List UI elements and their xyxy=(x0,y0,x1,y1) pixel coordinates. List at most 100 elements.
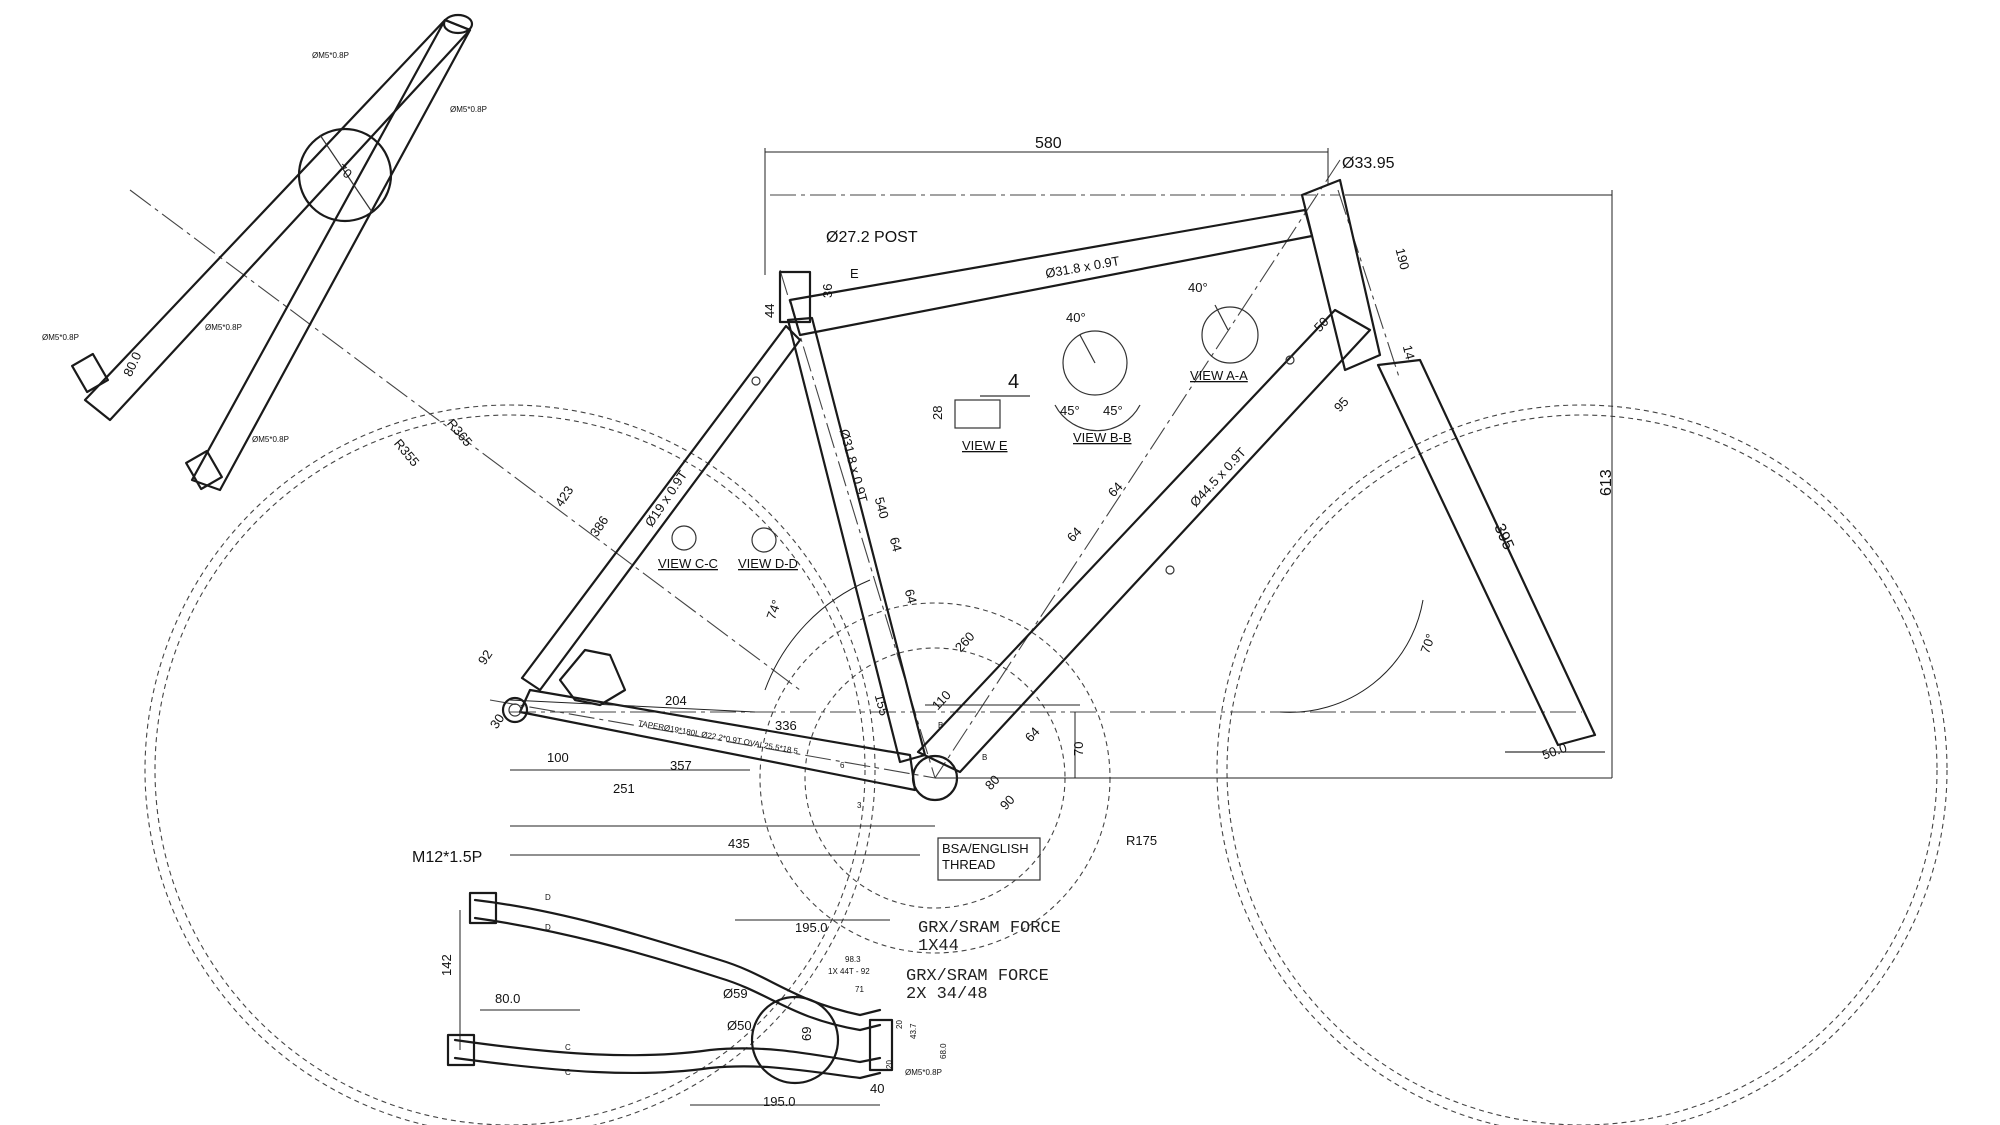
cs-detail-80: 80.0 xyxy=(495,991,520,1006)
cs-detail-983: 98.3 xyxy=(845,955,861,964)
dim-3: 3 xyxy=(857,801,862,810)
view-cc-label: VIEW C-C xyxy=(658,556,718,571)
dim-260: 260 xyxy=(952,629,978,655)
seat-lug xyxy=(778,270,812,324)
cs-detail-D2: D xyxy=(545,923,551,932)
dim-fork-offset: 50.0 xyxy=(1540,740,1569,763)
view-dd-detail xyxy=(751,527,777,553)
dim-155: 155 xyxy=(872,692,892,717)
mount-4: ØM5*0.8P xyxy=(205,323,242,332)
view-aa-label: VIEW A-A xyxy=(1190,368,1248,383)
view-bb-45l: 45° xyxy=(1060,403,1080,418)
cs-detail-59: Ø59 xyxy=(723,986,748,1001)
stays-80: 80.0 xyxy=(120,350,144,379)
view-dd-label: VIEW D-D xyxy=(738,556,798,571)
dim-6: 6 xyxy=(840,761,845,770)
dim-110: 110 xyxy=(929,687,954,712)
disc-brake-caliper xyxy=(558,648,627,707)
rear-dropout xyxy=(501,696,529,724)
head-tube xyxy=(1300,178,1382,372)
mount-2: ØM5*0.8P xyxy=(450,105,487,114)
dim-423: 423 xyxy=(552,483,577,509)
labels: 580 Ø33.95 Ø27.2 POST E 44 36 Ø31.8 x 0.… xyxy=(42,51,1615,1109)
cs-detail-mount: ØM5*0.8P xyxy=(905,1068,942,1077)
grx-1x: GRX/SRAM FORCE xyxy=(918,919,1061,938)
view-bb-label: VIEW B-B xyxy=(1073,430,1132,445)
dim-64-a: 64 xyxy=(1105,479,1126,500)
dim-seat-64-b: 64 xyxy=(902,587,920,605)
seat-tube xyxy=(786,316,927,764)
fork-leg xyxy=(1376,358,1597,747)
cs-detail-142: 142 xyxy=(439,954,454,976)
mount-1: ØM5*0.8P xyxy=(312,51,349,60)
dim-336: 336 xyxy=(775,718,797,733)
dim-14: 14 xyxy=(1400,343,1418,361)
seat-stays-detail xyxy=(71,13,474,492)
grx-2x-sub: 2X 34/48 xyxy=(906,985,988,1004)
chainstay-detail xyxy=(446,891,894,1085)
dim-44: 44 xyxy=(762,304,777,318)
dim-386: 386 xyxy=(587,513,612,539)
grx-2x: GRX/SRAM FORCE xyxy=(906,967,1049,986)
stays-70: 70 xyxy=(334,161,355,182)
view-bb-detail xyxy=(1054,330,1141,432)
dim-seat-angle: 74° xyxy=(763,598,784,622)
cs-detail-437: 43.7 xyxy=(909,1023,918,1039)
top-tube xyxy=(788,208,1314,337)
seat-stay xyxy=(520,324,802,692)
dim-92: 92 xyxy=(475,647,496,667)
dim-r355: R355 xyxy=(391,436,422,469)
view-e-marker: E xyxy=(850,266,859,281)
dim-435: 435 xyxy=(728,836,750,851)
cs-detail-40: 40 xyxy=(870,1081,884,1096)
dim-top-tube-tube: Ø31.8 x 0.9T xyxy=(1044,253,1121,281)
dim-r175: R175 xyxy=(1126,833,1157,848)
bb-thread-line-2: THREAD xyxy=(942,857,995,872)
dim-580: 580 xyxy=(1035,135,1062,152)
dim-190: 190 xyxy=(1393,247,1413,272)
cs-detail-1x44: 1X 44T - 92 xyxy=(828,967,870,976)
front-wheel xyxy=(1216,404,1948,1125)
cs-detail-20b: 20 xyxy=(885,1060,894,1069)
dim-204: 204 xyxy=(665,693,687,708)
dim-36: 36 xyxy=(820,284,835,298)
construction-lines xyxy=(129,159,1582,779)
view-e-28: 28 xyxy=(930,406,945,420)
mount-3: ØM5*0.8P xyxy=(42,333,79,342)
cs-detail-50: Ø50 xyxy=(727,1018,752,1033)
cs-detail-195-top: 195.0 xyxy=(795,920,828,935)
dim-95: 95 xyxy=(1331,394,1352,415)
dim-540: 540 xyxy=(872,495,892,520)
dim-90: 90 xyxy=(997,792,1018,813)
view-e-4: 4 xyxy=(1008,371,1019,393)
dim-100: 100 xyxy=(547,750,569,765)
cs-detail-195-bot: 195.0 xyxy=(763,1094,796,1109)
dim-head-diameter: Ø33.95 xyxy=(1342,155,1395,172)
dim-seat-64-a: 64 xyxy=(887,535,905,553)
dim-fork-angle: 70° xyxy=(1417,632,1438,656)
cs-detail-C2: C xyxy=(565,1068,571,1077)
cs-detail-C1: C xyxy=(565,1043,571,1052)
view-aa-detail xyxy=(1201,304,1259,364)
down-tube xyxy=(916,308,1372,774)
cs-detail-69: 69 xyxy=(799,1027,814,1041)
cs-detail-71: 71 xyxy=(855,985,864,994)
dim-seat-post: Ø27.2 POST xyxy=(826,229,918,246)
dim-251: 251 xyxy=(613,781,635,796)
cs-detail-20a: 20 xyxy=(895,1020,904,1029)
view-e-label: VIEW E xyxy=(962,438,1008,453)
section-b-upper: B xyxy=(938,721,943,730)
dim-64-c: 64 xyxy=(1022,724,1043,745)
chain-stay xyxy=(518,688,917,792)
view-cc-detail xyxy=(671,525,697,551)
dim-down-tube-tube: Ø44.5 x 0.9T xyxy=(1187,445,1249,510)
dim-seat-tube-tube: Ø31.8 x 0.9T xyxy=(837,427,871,504)
dim-64-b: 64 xyxy=(1064,524,1085,545)
cs-detail-D1: D xyxy=(545,893,551,902)
dim-357: 357 xyxy=(670,758,692,773)
grx-1x-sub: 1X44 xyxy=(918,937,959,956)
dim-30: 30 xyxy=(487,711,508,731)
section-b-lower: B xyxy=(982,753,987,762)
view-e-detail xyxy=(954,395,1030,429)
view-aa-40: 40° xyxy=(1188,280,1208,295)
